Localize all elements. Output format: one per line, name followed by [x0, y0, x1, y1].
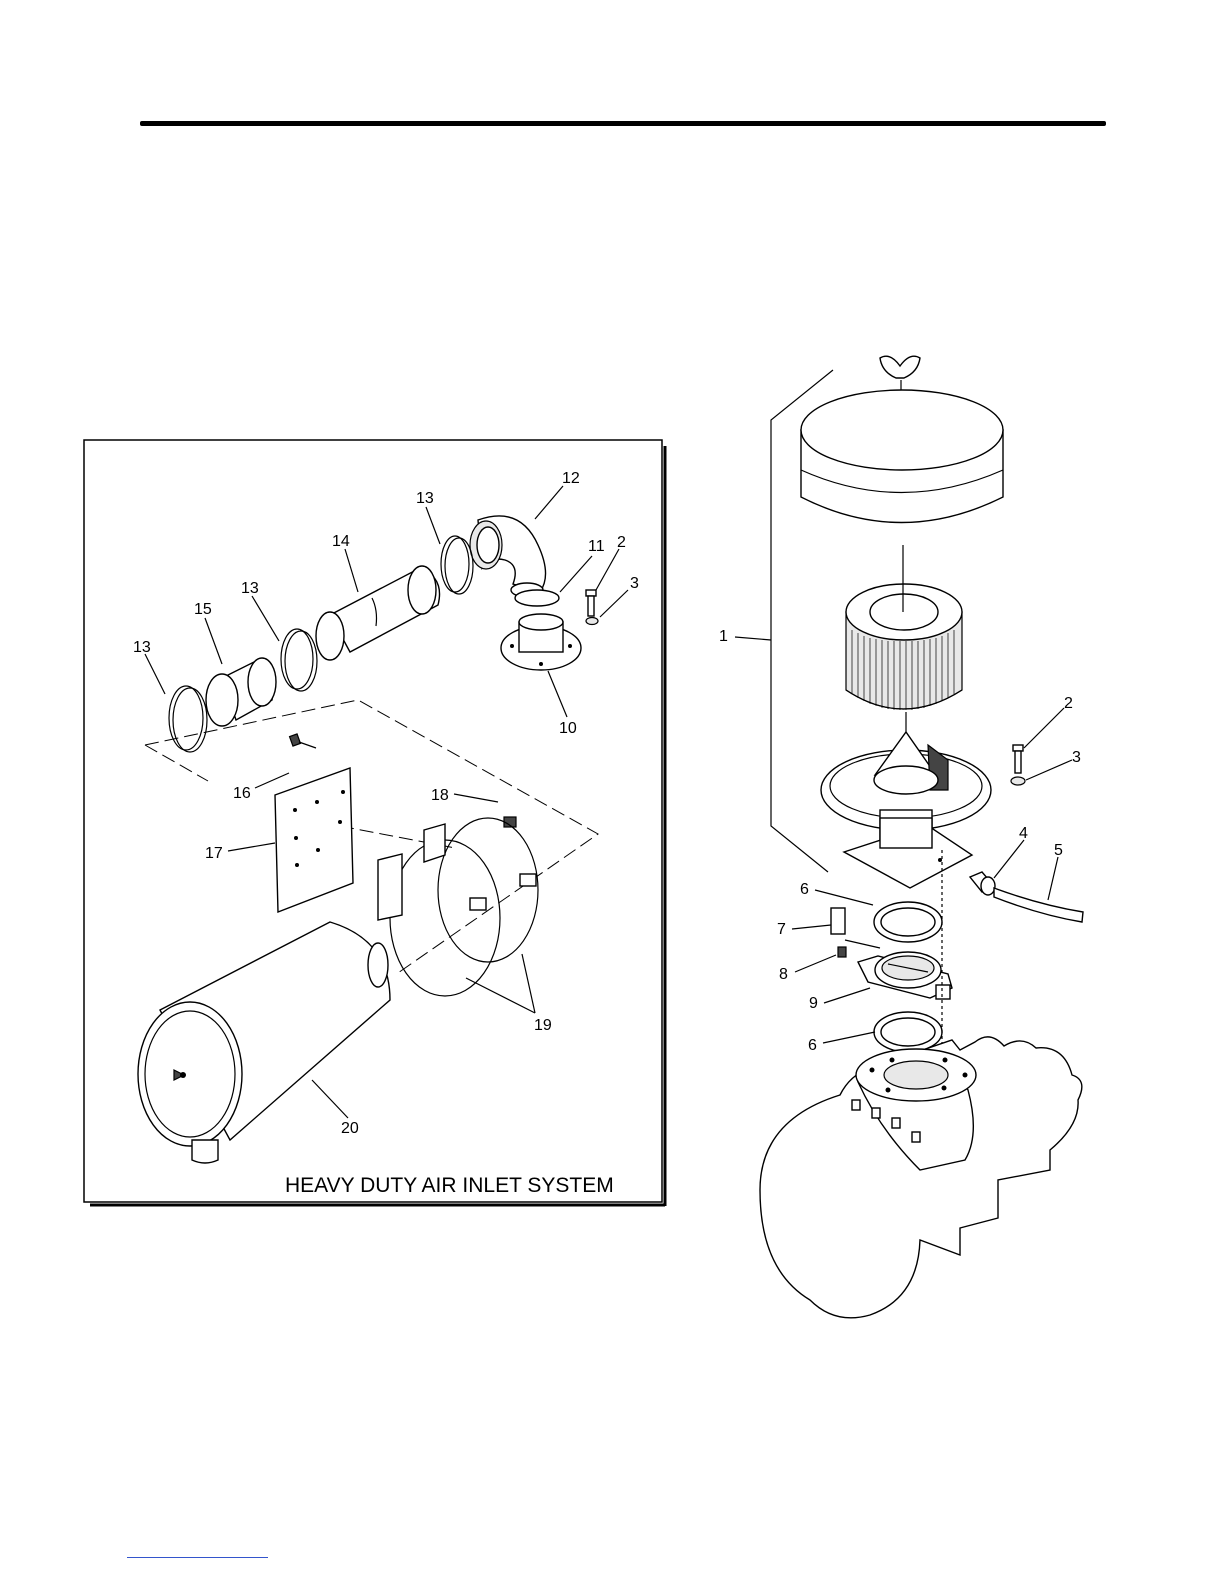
- tube-part-5: [994, 888, 1083, 922]
- panel-caption: HEAVY DUTY AIR INLET SYSTEM: [285, 1174, 614, 1197]
- callout-13-left: 13: [133, 639, 151, 656]
- bolt-part-2-right: [1013, 745, 1023, 773]
- callout-12: 12: [562, 470, 580, 487]
- turbocharger-housing: [760, 1037, 1082, 1318]
- callout-20: 20: [341, 1120, 359, 1137]
- callout-1: 1: [719, 628, 728, 645]
- washer-part-3-right: [1011, 777, 1025, 785]
- callout-13-mid: 13: [241, 580, 259, 597]
- callout-4: 4: [1019, 825, 1028, 842]
- callout-7: 7: [777, 921, 786, 938]
- callout-17: 17: [205, 845, 223, 862]
- clamp-part-11: [515, 590, 559, 606]
- callout-15: 15: [194, 601, 212, 618]
- bracket-part-7: [831, 908, 845, 934]
- callout-18: 18: [431, 787, 449, 804]
- callout-2-left: 2: [617, 534, 626, 551]
- callout-6-top: 6: [800, 881, 809, 898]
- callout-5: 5: [1054, 842, 1063, 859]
- callout-14: 14: [332, 533, 350, 550]
- callout-9: 9: [809, 995, 818, 1012]
- callout-19: 19: [534, 1017, 552, 1034]
- washer-part-3: [586, 618, 598, 625]
- callout-11: 11: [588, 538, 605, 555]
- callout-13-top: 13: [416, 490, 434, 507]
- callout-3-right: 3: [1072, 749, 1081, 766]
- heavy-duty-panel: 12 13 14 11 2 3 13 15 13 10 16 18 17 19 …: [84, 440, 665, 1206]
- gasket-part-6-top: [874, 902, 942, 942]
- adapter-part-9: [858, 952, 952, 999]
- callout-8: 8: [779, 966, 788, 983]
- air-cleaner-assembly: 1 2 3 4 5 6 7 8 9 6: [719, 356, 1083, 1318]
- fitting-part-4: [970, 872, 995, 895]
- callout-3-left: 3: [630, 575, 639, 592]
- callout-6-bottom: 6: [808, 1037, 817, 1054]
- bolt-part-2: [586, 590, 596, 616]
- callout-16: 16: [233, 785, 251, 802]
- footer-link-underline[interactable]: [127, 1557, 268, 1558]
- screw-part-8: [838, 947, 846, 957]
- callout-10: 10: [559, 720, 577, 737]
- callout-2-right: 2: [1064, 695, 1073, 712]
- cleaner-cover: [801, 390, 1003, 523]
- cleaner-tray: [821, 712, 991, 888]
- filter-element: [846, 545, 962, 710]
- gasket-part-6-bottom: [874, 1012, 942, 1052]
